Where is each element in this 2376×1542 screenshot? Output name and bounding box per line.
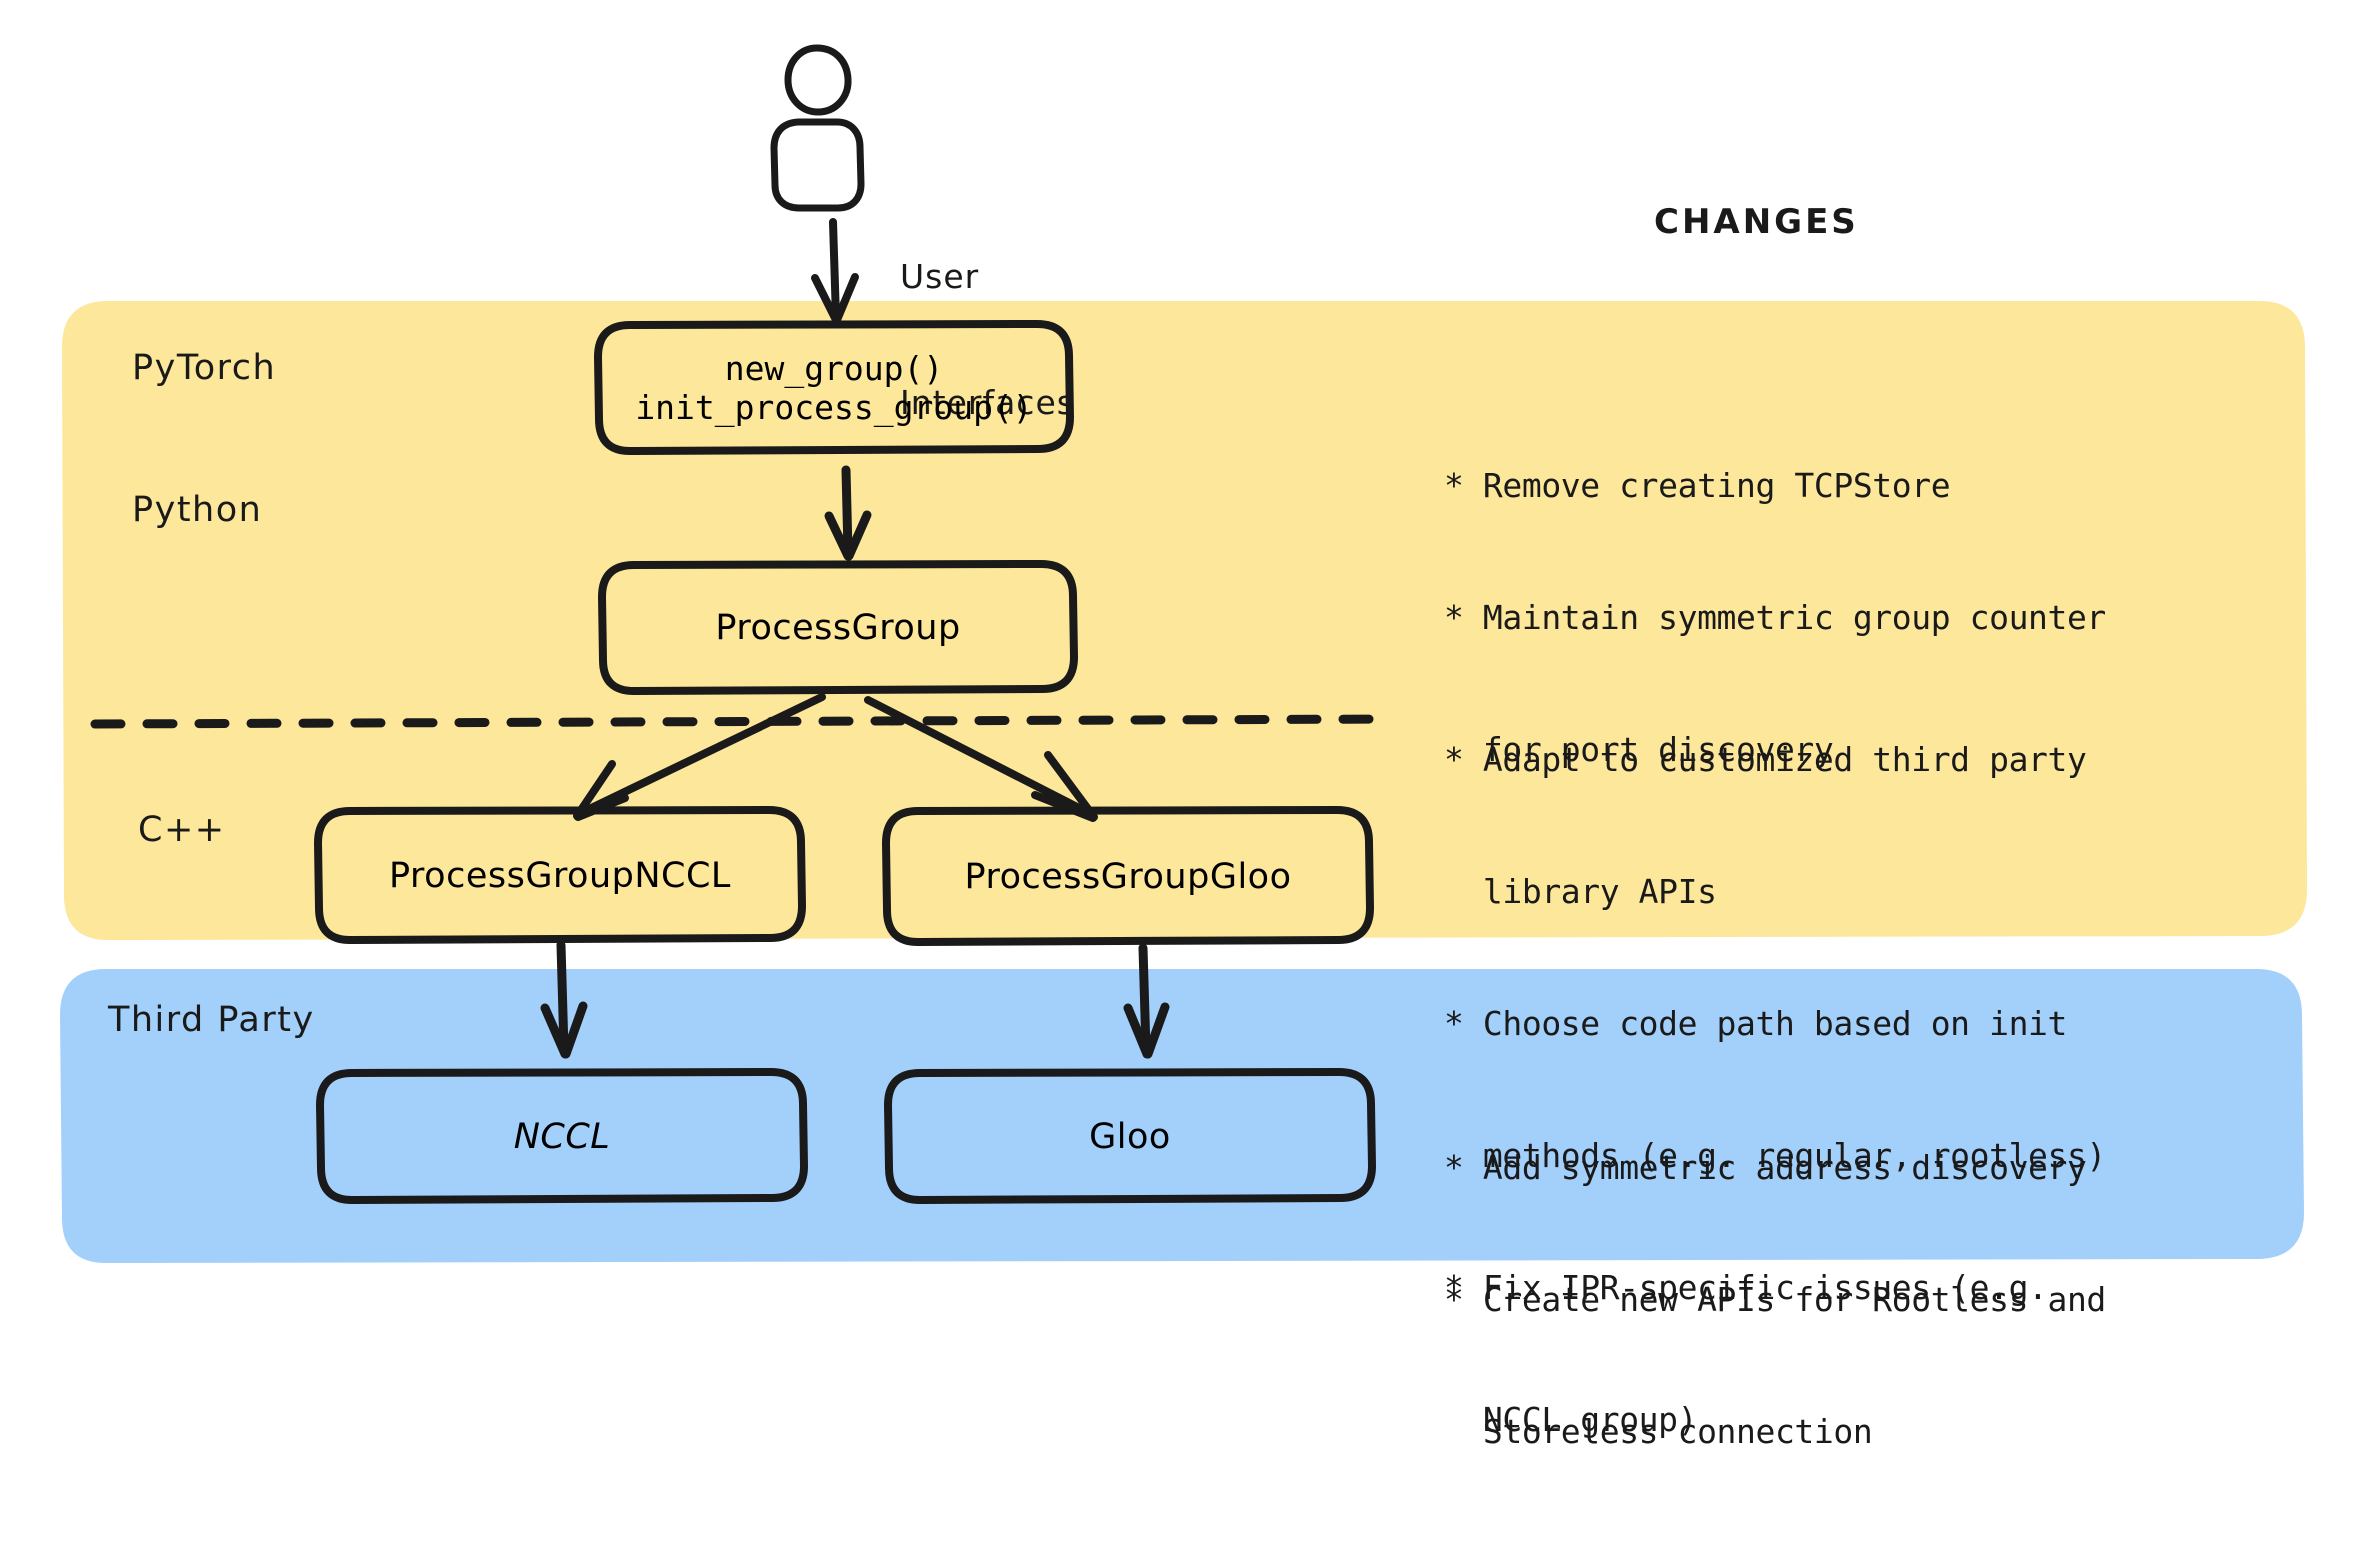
gloo-node-box[interactable]: [884, 1068, 1376, 1205]
pggloo-node-label: ProcessGroupGloo: [964, 856, 1292, 897]
list-item: * Maintain symmetric group counter: [1444, 598, 2106, 637]
gloo-node-label: Gloo: [1089, 1116, 1171, 1157]
user-person-icon: [770, 44, 865, 212]
list-item: * Adapt to customized third party: [1444, 740, 2087, 779]
api-node[interactable]: new_group() init_process_group(): [598, 324, 1070, 452]
third-party-band: [60, 969, 2304, 1264]
pgnccl-node[interactable]: ProcessGroupNCCL: [318, 810, 802, 941]
api-node-box[interactable]: [594, 320, 1074, 456]
list-item: * Fix IPR-specific issues (e.g.: [1444, 1268, 2048, 1307]
edge-label-line1: User: [900, 257, 980, 296]
nccl-node-box[interactable]: [316, 1068, 808, 1205]
processgroup-node-box[interactable]: [598, 560, 1078, 696]
thirdparty-changes-list: * Add symmetric address discovery * Crea…: [1444, 1058, 2106, 1542]
arrow-pgnccl-to-nccl: [540, 940, 588, 1059]
list-item: * Create new APIs for Rootless and: [1444, 1280, 2106, 1319]
list-item: * Add symmetric address discovery: [1444, 1148, 2087, 1187]
nccl-node[interactable]: NCCL: [320, 1072, 804, 1201]
list-item: Storeless connection: [1444, 1412, 1873, 1451]
band-layer: [60, 301, 2307, 1264]
python-cpp-divider: [90, 714, 1397, 729]
arrow-processgroup-to-pgnccl: [573, 693, 826, 821]
arrow-pggloo-to-gloo: [1123, 943, 1170, 1059]
pytorch-python-cpp-band: [62, 301, 2307, 941]
list-item: methods (e.g. regular, rootless): [1444, 1136, 2106, 1175]
pggloo-node-box[interactable]: [882, 806, 1374, 947]
changes-title: CHANGES: [1654, 202, 1859, 242]
list-item: for port discovery: [1444, 730, 1834, 769]
ink-layer: [90, 44, 1397, 1205]
layer-label-third-party: Third Party: [108, 1000, 315, 1040]
user-interfaces-edge-label: User Interfaces: [900, 172, 1075, 508]
api-node-line2: init_process_group(): [635, 388, 1033, 427]
layer-label-cpp: C++: [138, 810, 226, 850]
diagram-canvas: User Interfaces PyTorch Python C++ Third…: [60, 44, 2307, 1451]
arrow-user-to-api: [811, 218, 859, 324]
layer-label-pytorch: PyTorch: [132, 348, 277, 388]
arrow-api-to-processgroup: [824, 465, 872, 561]
edge-label-line2: Interfaces: [900, 383, 1075, 422]
pggloo-node[interactable]: ProcessGroupGloo: [886, 810, 1370, 943]
list-item: library APIs: [1444, 872, 1717, 911]
gloo-node[interactable]: Gloo: [888, 1072, 1372, 1201]
processgroup-node[interactable]: ProcessGroup: [602, 564, 1074, 692]
list-item: * Remove creating TCPStore: [1444, 466, 1951, 505]
list-item: * Choose code path based on init: [1444, 1004, 2067, 1043]
layer-label-python: Python: [132, 490, 263, 530]
pgnccl-node-label: ProcessGroupNCCL: [389, 855, 731, 896]
python-changes-list: * Remove creating TCPStore * Maintain sy…: [1444, 376, 2106, 860]
pgnccl-node-box[interactable]: [314, 806, 806, 945]
api-node-line1: new_group(): [724, 349, 944, 388]
processgroup-node-label: ProcessGroup: [715, 608, 961, 648]
nccl-node-label: NCCL: [513, 1116, 611, 1157]
